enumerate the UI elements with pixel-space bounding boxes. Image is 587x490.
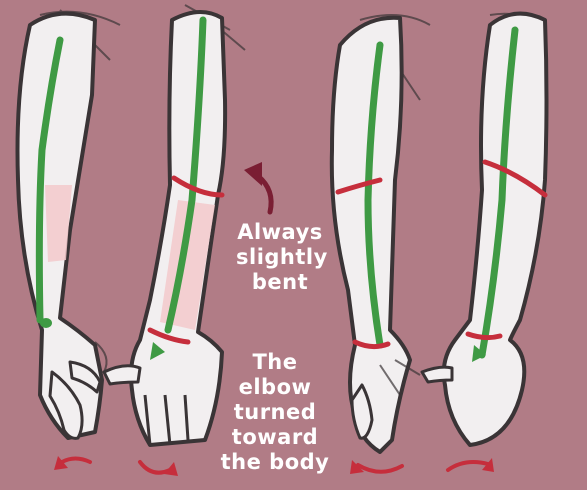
annotation-line: The elbow <box>220 350 330 400</box>
arm-3 <box>332 15 430 452</box>
annotation-line: the body <box>220 450 330 475</box>
rotation-arrow-3-icon <box>350 460 402 474</box>
annotation-line: bent <box>236 270 324 295</box>
arm-4 <box>422 14 547 445</box>
annotation-line: turned <box>220 400 330 425</box>
annotation-line: toward <box>220 425 330 450</box>
annotation-elbow-turned: The elbow turned toward the body <box>220 350 330 475</box>
annotation-line: Always <box>236 220 324 245</box>
curved-up-arrow-icon <box>244 162 271 212</box>
rotation-arrow-4-icon <box>448 458 494 472</box>
annotation-always-slightly-bent: Always slightly bent <box>236 220 324 295</box>
rotation-arrow-1-icon <box>54 456 90 470</box>
rotation-arrow-2-icon <box>140 462 178 476</box>
annotation-line: slightly <box>236 245 324 270</box>
